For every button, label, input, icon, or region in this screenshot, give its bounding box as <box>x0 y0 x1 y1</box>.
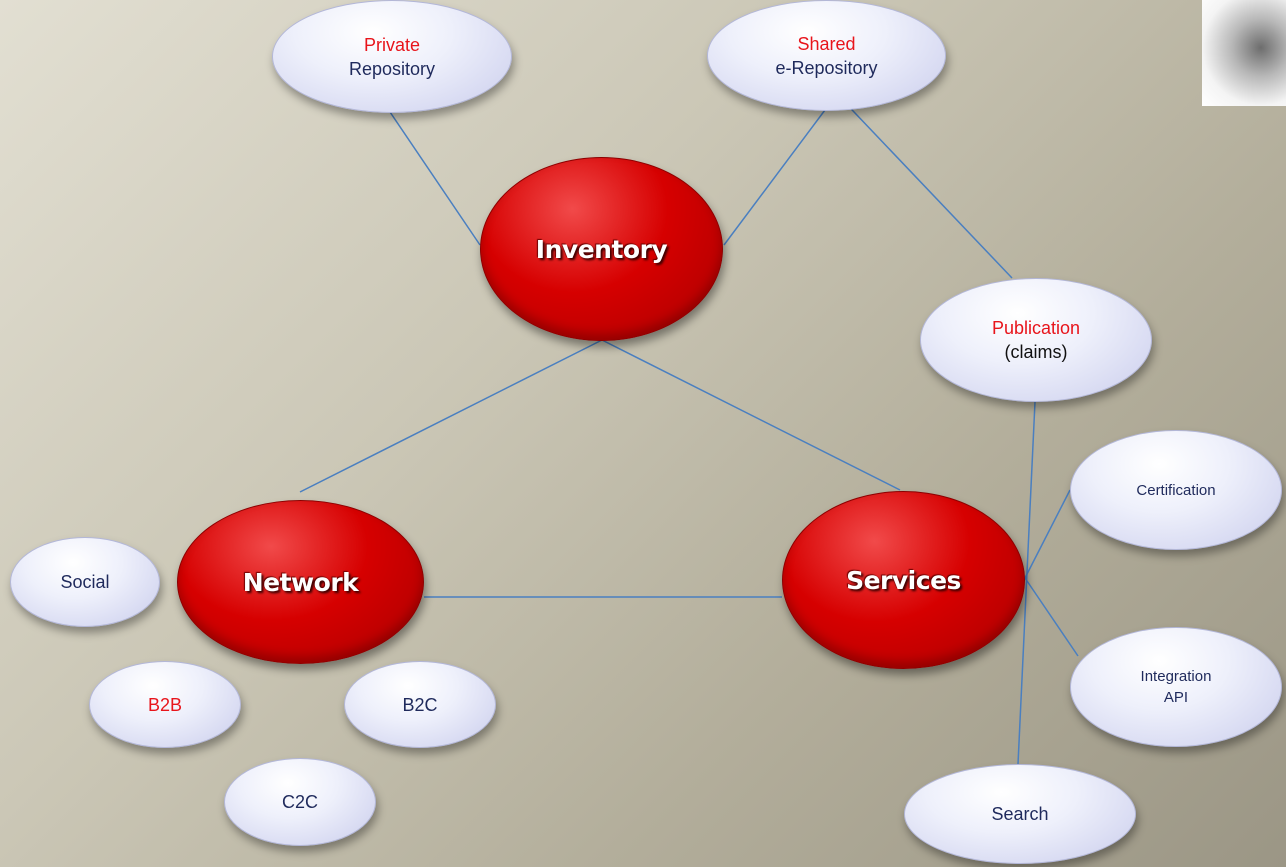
node-private-repository[interactable]: Private Repository <box>272 0 512 113</box>
b2c-label: B2C <box>402 694 438 715</box>
node-social[interactable]: Social <box>10 537 160 627</box>
edge-inventory-services <box>601 339 901 491</box>
node-network[interactable]: Network <box>177 500 424 664</box>
certification-label: Certification <box>1136 481 1216 499</box>
shared-repository-subtitle: e-Repository <box>775 57 878 78</box>
shared-repository-title: Shared <box>797 33 856 54</box>
node-b2c[interactable]: B2C <box>344 661 496 748</box>
node-certification[interactable]: Certification <box>1070 430 1282 550</box>
edge-inventory-private-repository <box>389 111 481 246</box>
edge-shared-repository-publication <box>834 91 1013 279</box>
node-inventory-label: Inventory <box>535 234 668 264</box>
publication-subtitle: (claims) <box>1004 342 1068 362</box>
node-inventory[interactable]: Inventory <box>480 157 723 341</box>
node-publication[interactable]: Publication (claims) <box>920 278 1152 402</box>
node-integration-api[interactable]: Integration API <box>1070 627 1282 747</box>
integration-api-subtitle: API <box>1163 689 1189 706</box>
corner-image <box>1202 0 1286 106</box>
search-label: Search <box>991 804 1049 824</box>
edge-services-certification <box>1024 489 1071 579</box>
publication-title: Publication <box>991 318 1081 338</box>
social-label: Social <box>60 572 110 592</box>
edge-inventory-network <box>299 339 603 493</box>
integration-api-title: Integration <box>1140 668 1212 685</box>
node-b2b[interactable]: B2B <box>89 661 241 748</box>
node-network-label: Network <box>242 567 359 597</box>
c2c-label: C2C <box>281 792 318 812</box>
node-services[interactable]: Services <box>782 491 1025 669</box>
node-shared-repository[interactable]: Shared e-Repository <box>707 0 946 111</box>
private-repository-title: Private <box>363 34 421 55</box>
b2b-label: B2B <box>147 694 183 715</box>
edge-inventory-shared-repository <box>723 109 826 246</box>
node-services-label: Services <box>846 565 961 595</box>
edge-publication-search <box>1017 401 1036 765</box>
private-repository-subtitle: Repository <box>348 58 436 79</box>
edge-services-integration-api <box>1024 577 1079 657</box>
node-c2c[interactable]: C2C <box>224 758 376 846</box>
node-search[interactable]: Search <box>904 764 1136 864</box>
